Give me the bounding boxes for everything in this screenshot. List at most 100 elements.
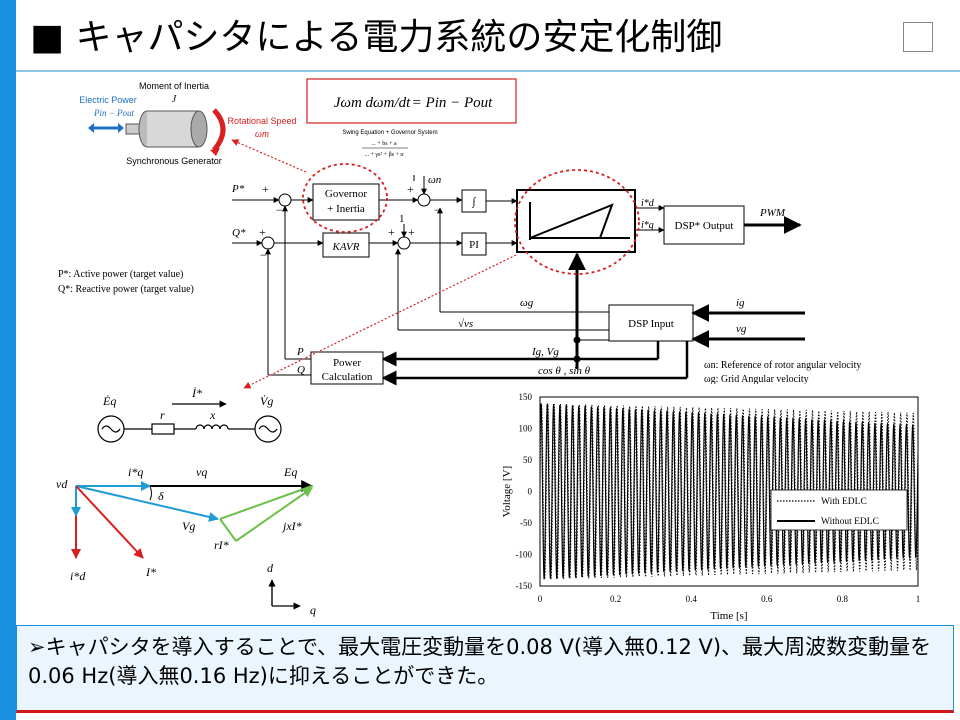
jxi-label: jxI* [281, 519, 302, 533]
sqrt-vs-label: √vs [458, 318, 473, 330]
id-label: i*d [70, 569, 86, 583]
omega-g-desc: ωg: Grid Angular velocity [704, 374, 809, 385]
dsp-input-block [608, 304, 694, 342]
control-block-diagram [231, 139, 805, 389]
ri-phasor [219, 518, 237, 542]
x-tick-label: 0 [538, 594, 543, 604]
inertia-j: J [172, 94, 177, 105]
q-axis-label: q [310, 603, 316, 617]
vd-label: vd [56, 477, 68, 491]
y-tick-label: 50 [523, 455, 533, 465]
eq-label: Ėq [102, 394, 116, 408]
phasor-vg-label: Vg [182, 519, 195, 533]
pi-block [461, 232, 487, 256]
x-label: x [209, 408, 216, 422]
legend-entry: Without EDLC [821, 517, 879, 527]
y-tick-label: -50 [520, 518, 532, 528]
phasor-iq-label: i*q [128, 465, 143, 479]
iq-star-label: i*q [641, 220, 654, 231]
x-tick-label: 1 [916, 594, 921, 604]
svg-text:+: + [408, 225, 415, 239]
power-calc-label-1: Power [333, 357, 361, 369]
vg-label: vg [736, 323, 747, 335]
rotor-body [147, 111, 199, 147]
legend-q: Q*: Reactive power (target value) [58, 284, 194, 295]
power-calc-label-2: Calculation [322, 371, 373, 383]
swing-equation: Jωm dωm/dt = Pin − Pout Swing Equation +… [306, 78, 517, 158]
ig-label: ig [736, 297, 745, 309]
phasor-labels: vd i*q vq Eq δ Vg jxI* rI* i*d I* d q [56, 465, 316, 617]
svg-text:−: − [276, 203, 283, 217]
series-line-2 [539, 403, 919, 580]
x-tick-label: 0.4 [686, 594, 698, 604]
desc-mask [700, 384, 820, 394]
svg-text:−: − [434, 203, 441, 217]
x-tick-label: 0.2 [610, 594, 621, 604]
electric-power-label: Electric Power [79, 95, 137, 105]
x-tick-label: 0.8 [837, 594, 849, 604]
rotor-back [190, 110, 208, 148]
pwm-label: PWM [759, 207, 786, 219]
dsp-output-label: DSP* Output [675, 220, 734, 232]
ri-label: rI* [214, 538, 229, 552]
equation-rhs: = Pin − Pout [412, 95, 493, 111]
vg-phasor [75, 485, 219, 522]
generator-name: Synchronous Generator [126, 156, 222, 166]
resistor [151, 423, 175, 435]
sum-omega [417, 193, 431, 207]
legend-entry: With EDLC [821, 497, 867, 507]
p-star-label: P* [231, 183, 245, 195]
y-tick-label: 100 [519, 424, 533, 434]
one-label: 1 [399, 213, 405, 225]
left-accent-bar [0, 0, 16, 720]
vg-circuit-label: V̇g [260, 394, 273, 408]
block-labels: P* Q* + − + − Governor + Inertia KAVR ∫ … [58, 174, 861, 385]
y-tick-label: -150 [516, 581, 533, 591]
rotation-arrow [212, 108, 226, 152]
equation-box [306, 78, 517, 124]
kavr-label: KAVR [332, 241, 360, 253]
conclusion-box [16, 625, 954, 713]
modulation-highlight [514, 169, 640, 275]
pi-label: PI [469, 239, 479, 251]
corner-box [903, 22, 933, 52]
phasor-diagram [71, 480, 314, 610]
r-label: r [160, 408, 165, 422]
dsp-output-block [663, 205, 745, 245]
equation-lhs: Jωm dωm/dt [334, 95, 411, 111]
modulation-triangle [529, 202, 630, 240]
phasor-eq-label: Eq [283, 465, 297, 479]
id-star-label: i*d [641, 198, 655, 209]
plot-frame [539, 396, 919, 587]
delta-label: δ [158, 489, 164, 503]
x-axis-label: Time [s] [710, 610, 747, 622]
omega-m-label: ωm [255, 129, 269, 140]
rotational-speed-label: Rotational Speed [227, 116, 296, 126]
istar-label: I* [145, 565, 156, 579]
integrator-label: ∫ [471, 196, 476, 208]
slide-title: ■ キャパシタによる電力系統の安定化制御 [30, 17, 723, 58]
omega-n-desc: ωn: Reference of rotor angular velocity [704, 360, 861, 371]
moment-label: Moment of Inertia [139, 81, 209, 91]
cos-sin-label: cos θ , sin θ [538, 365, 591, 377]
circuit-labels: Ėq İ* r x V̇g [102, 386, 273, 422]
governor-block [312, 183, 380, 221]
dsp-input-label: DSP Input [628, 318, 674, 330]
svg-text:+: + [407, 182, 414, 196]
governor-highlight [302, 163, 388, 233]
current-label: İ* [191, 386, 202, 400]
x-tick-label: 0.6 [761, 594, 773, 604]
svg-text:−: − [260, 248, 267, 262]
y-tick-label: -100 [516, 550, 533, 560]
power-calc-block [310, 351, 384, 385]
legend-p: P*: Active power (target value) [58, 269, 183, 280]
title-rule [16, 70, 960, 72]
y-axis-label: Voltage [V] [501, 466, 513, 517]
conclusion-text: ➢キャパシタを導入することで、最大電圧変動量を0.08 V(導入無0.12 V)… [28, 635, 932, 688]
governor-label-1: Governor [325, 188, 367, 200]
y-tick-label: 0 [528, 487, 533, 497]
vq-label: vq [196, 465, 207, 479]
svg-text:+: + [262, 182, 269, 196]
